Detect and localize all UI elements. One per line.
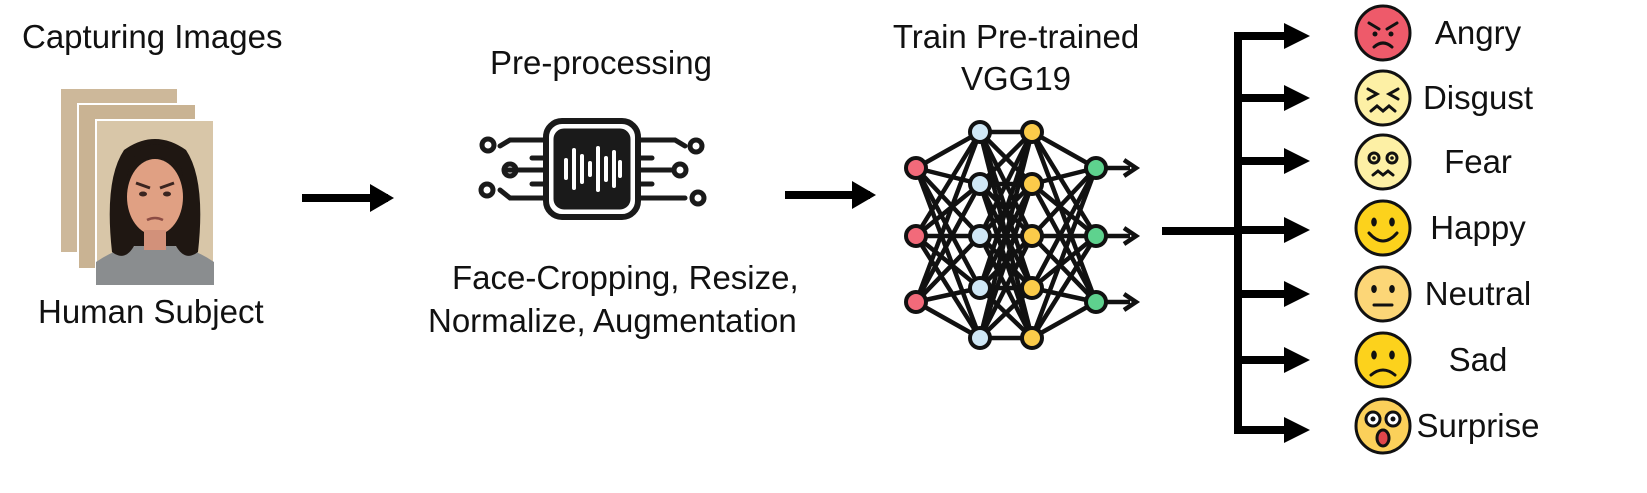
face-photo xyxy=(95,119,215,286)
branch-arrow-head xyxy=(1284,217,1310,243)
fear-face-icon xyxy=(1354,133,1412,191)
happy-face-icon xyxy=(1354,199,1412,257)
nn-output-arrow-head xyxy=(1122,292,1141,312)
disgust-face-icon xyxy=(1354,69,1412,127)
nn-hidden1-node xyxy=(968,276,992,300)
nn-hidden2-node xyxy=(1020,172,1044,196)
capture-title: Capturing Images xyxy=(22,18,283,55)
train-title-line2: VGG19 xyxy=(960,60,1072,97)
emotion-label-angry: Angry xyxy=(1434,14,1522,51)
emotion-label-neutral: Neutral xyxy=(1424,275,1532,312)
nn-input-node xyxy=(904,290,928,314)
nn-hidden2-node xyxy=(1020,276,1044,300)
nn-hidden2-node xyxy=(1020,120,1044,144)
nn-hidden2-node xyxy=(1020,224,1044,248)
nn-hidden1-node xyxy=(968,172,992,196)
sad-face-icon xyxy=(1354,331,1412,389)
emotion-faces xyxy=(1354,4,1412,455)
branch-arrow-head xyxy=(1284,417,1310,443)
branch-arrow-head xyxy=(1284,148,1310,174)
train-title-line1: Train Pre-trained xyxy=(892,18,1140,55)
nn-output-node xyxy=(1084,290,1108,314)
emotion-branch-arrows xyxy=(1162,23,1310,443)
nn-output-node xyxy=(1084,156,1108,180)
capture-caption: Human Subject xyxy=(38,293,264,330)
nn-input-node xyxy=(904,224,928,248)
emotion-label-disgust: Disgust xyxy=(1422,79,1534,116)
angry-face-icon xyxy=(1354,4,1412,62)
preprocess-caption-line2: Normalize, Augmentation xyxy=(428,302,797,339)
flow-arrow-1-head xyxy=(370,184,394,212)
neural-network-icon xyxy=(904,120,1141,350)
preprocess-caption-line1: Face-Cropping, Resize, xyxy=(452,259,799,296)
preprocess-title: Pre-processing xyxy=(490,44,712,81)
branch-arrow-head xyxy=(1284,347,1310,373)
nn-output-node xyxy=(1084,224,1108,248)
chip-icon xyxy=(478,118,707,220)
nn-hidden1-node xyxy=(968,120,992,144)
nn-edges xyxy=(913,129,1099,341)
nn-hidden2-node xyxy=(1020,326,1044,350)
nn-output-arrow-head xyxy=(1122,158,1141,178)
emotion-label-fear: Fear xyxy=(1444,143,1512,180)
emotion-label-surprise: Surprise xyxy=(1416,407,1540,444)
emotion-label-happy: Happy xyxy=(1430,209,1526,246)
nn-output-arrow-head xyxy=(1122,226,1141,246)
captured-images-stack xyxy=(59,87,215,286)
nn-input-node xyxy=(904,156,928,180)
nn-hidden1-node xyxy=(968,326,992,350)
surprise-face-icon xyxy=(1354,397,1412,455)
neutral-face-icon xyxy=(1354,265,1412,323)
flow-arrow-2-head xyxy=(852,181,876,209)
branch-arrow-head xyxy=(1284,23,1310,49)
branch-arrow-head xyxy=(1284,281,1310,307)
nn-hidden1-node xyxy=(968,224,992,248)
branch-arrow-head xyxy=(1284,85,1310,111)
emotion-label-sad: Sad xyxy=(1448,341,1508,378)
